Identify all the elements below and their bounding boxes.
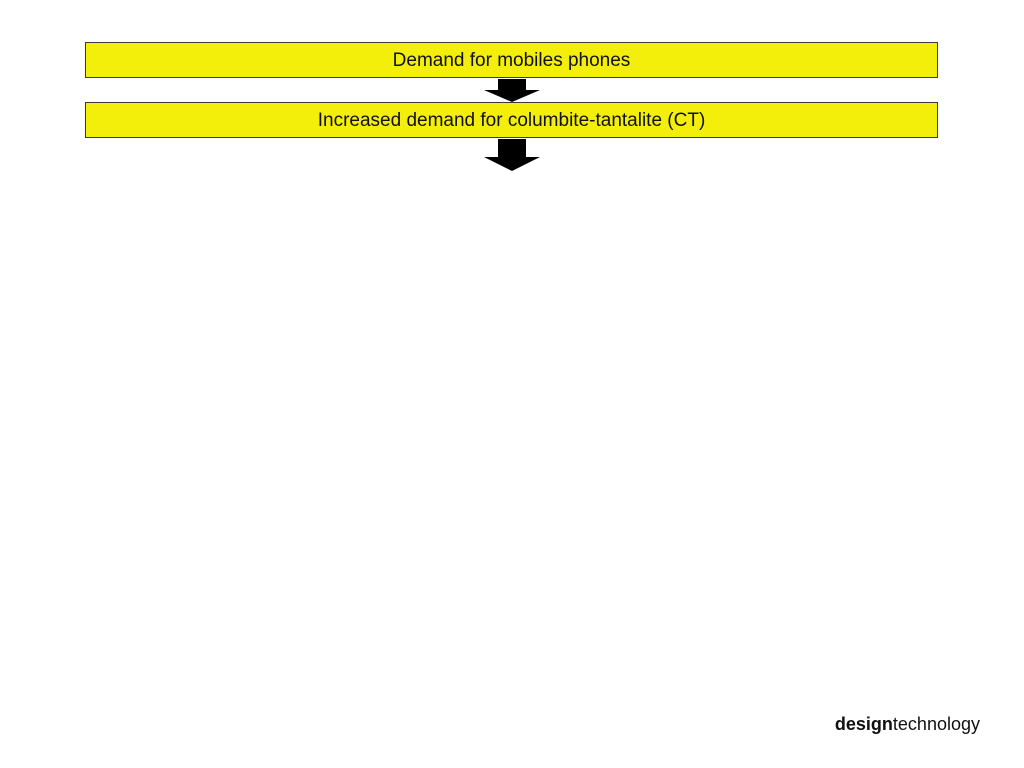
flow-step-ct-demand: Increased demand for columbite-tantalite… (85, 102, 938, 138)
down-arrow-icon (484, 139, 540, 171)
design-technology-logo: designtechnology (835, 714, 980, 735)
logo-regular-text: technology (892, 714, 980, 734)
logo-bold-text: design (834, 714, 893, 734)
flow-step-demand-mobile-phones: Demand for mobiles phones (85, 42, 938, 78)
down-arrow-icon (484, 79, 540, 102)
